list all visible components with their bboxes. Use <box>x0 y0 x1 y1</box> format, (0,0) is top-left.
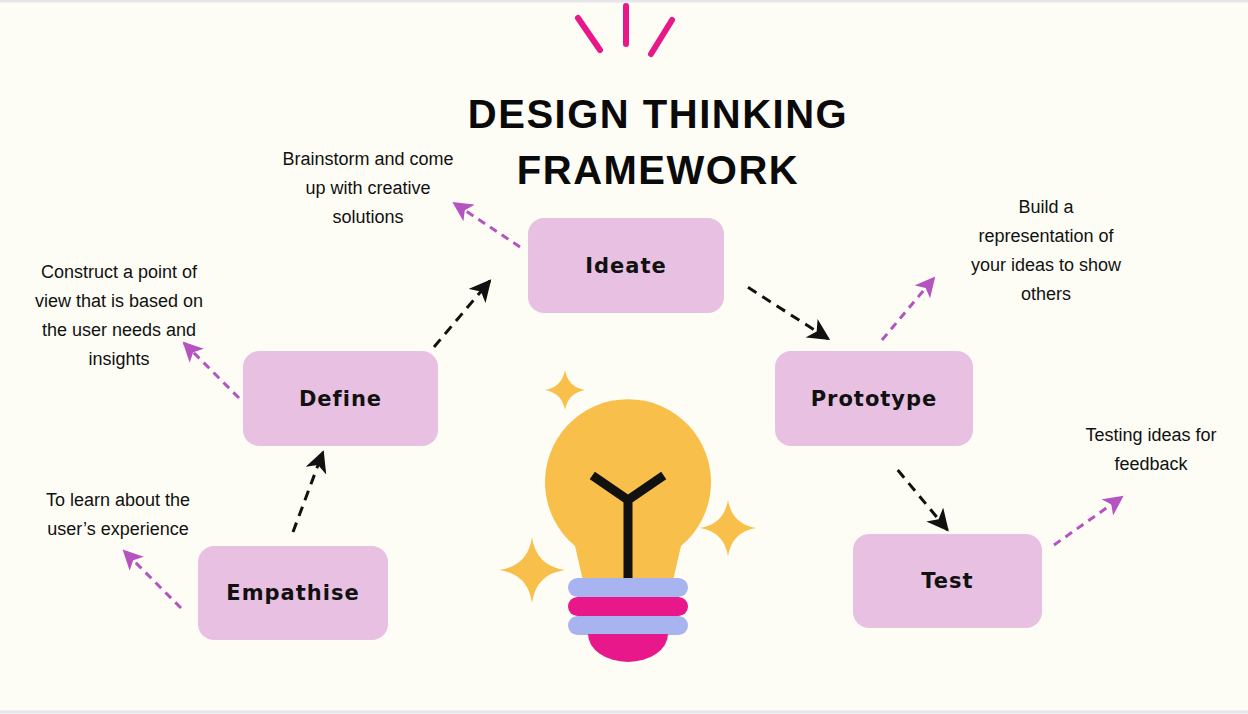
box-label: Test <box>921 569 973 593</box>
accent-stroke <box>578 18 600 50</box>
frame-line <box>0 711 1248 714</box>
lightbulb <box>545 399 711 662</box>
sparkle <box>700 500 756 556</box>
accent-stroke <box>623 6 629 44</box>
flow-arrow <box>748 287 828 339</box>
leader-arrow <box>124 551 181 608</box>
process-box: Prototype <box>775 351 973 446</box>
callout-text: To learn about the user’s experience <box>28 486 208 544</box>
sparkle <box>499 537 565 603</box>
accent-stroke <box>651 20 672 54</box>
callout-text: Build a representation of your ideas to … <box>961 193 1131 309</box>
diagram-title: DESIGN THINKING FRAMEWORK <box>408 86 908 198</box>
box-label: Empathise <box>226 581 359 605</box>
bulb-band <box>568 597 688 616</box>
sparkle <box>545 370 585 410</box>
callout-text: Testing ideas for feedback <box>1071 421 1231 479</box>
bulb-cap <box>588 634 668 662</box>
callout-text: Brainstorm and come up with creative sol… <box>273 145 463 232</box>
leader-arrow <box>184 343 239 398</box>
flow-arrow <box>898 470 948 530</box>
box-label: Prototype <box>811 387 938 411</box>
leader-arrow <box>454 203 520 247</box>
bulb-band <box>568 578 688 597</box>
filament <box>596 478 660 578</box>
bulb-band <box>568 616 688 635</box>
flow-arrow <box>293 452 323 532</box>
process-box: Test <box>853 534 1042 628</box>
process-box: Ideate <box>528 218 724 313</box>
process-box: Define <box>243 351 438 446</box>
bulb-glass <box>545 399 711 585</box>
box-label: Define <box>299 387 382 411</box>
process-box: Empathise <box>198 546 388 640</box>
callout-text: Construct a point of view that is based … <box>23 258 215 374</box>
box-label: Ideate <box>585 254 667 278</box>
flow-arrow <box>434 281 490 347</box>
frame-line <box>0 0 1248 3</box>
leader-arrow <box>1054 497 1122 545</box>
sparkles <box>499 370 756 603</box>
leader-arrow <box>882 278 934 340</box>
accent-strokes <box>578 6 672 54</box>
